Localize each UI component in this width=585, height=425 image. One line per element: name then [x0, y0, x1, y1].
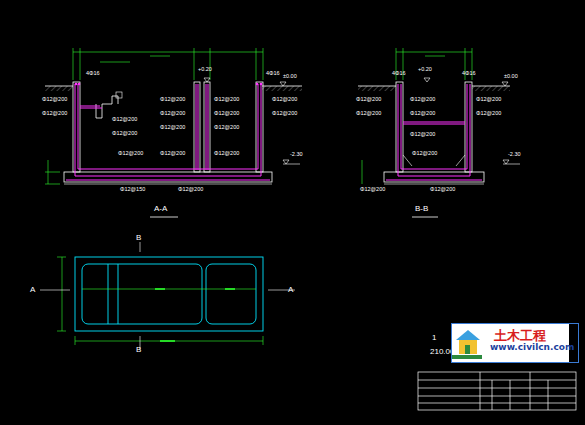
- drawing-label: 4Φ16: [266, 71, 280, 77]
- drawing-label: 4Φ16: [462, 71, 476, 77]
- drawing-label: Φ12@200: [160, 125, 185, 131]
- watermark-logo: 土木工程www.civilcn.com: [451, 323, 579, 363]
- section-b-b: [358, 48, 520, 217]
- drawing-label: ±0.00: [504, 74, 518, 80]
- title-block: [418, 372, 576, 410]
- drawing-label: Φ12@200: [476, 111, 501, 117]
- drawing-label: -2.30: [290, 152, 303, 158]
- drawing-label: 1: [432, 334, 436, 342]
- drawing-label: +0.20: [198, 67, 212, 73]
- drawing-label: ±0.00: [283, 74, 297, 80]
- drawing-label: Φ12@200: [410, 111, 435, 117]
- drawing-label: B: [136, 346, 141, 354]
- drawing-label: Φ12@200: [160, 111, 185, 117]
- drawing-label: Φ12@200: [356, 111, 381, 117]
- drawing-label: Φ12@200: [42, 111, 67, 117]
- drawing-label: Φ12@200: [112, 117, 137, 123]
- drawing-label: 4Φ16: [86, 71, 100, 77]
- drawing-label: Φ12@200: [214, 125, 239, 131]
- drawing-label: -2.30: [508, 152, 521, 158]
- drawing-label: Φ12@200: [410, 97, 435, 103]
- drawing-label: Φ12@200: [42, 97, 67, 103]
- plan-view: [40, 242, 295, 350]
- drawing-label: Φ12@200: [272, 111, 297, 117]
- drawing-label: Φ12@200: [214, 151, 239, 157]
- drawing-label: Φ12@150: [120, 187, 145, 193]
- drawing-label: +0.20: [418, 67, 432, 73]
- drawing-label: A: [288, 286, 293, 294]
- drawing-label: B-B: [415, 205, 428, 213]
- section-a-a: [45, 48, 302, 217]
- drawing-label: Φ12@200: [112, 131, 137, 137]
- drawing-label: Φ12@200: [430, 187, 455, 193]
- drawing-label: Φ12@200: [214, 111, 239, 117]
- logo-text: www.civilcn.com: [490, 343, 578, 353]
- drawing-label: Φ12@200: [118, 151, 143, 157]
- drawing-label: Φ12@200: [412, 151, 437, 157]
- drawing-label: 4Φ16: [392, 71, 406, 77]
- drawing-label: Φ12@200: [272, 97, 297, 103]
- drawing-label: Φ12@200: [214, 97, 239, 103]
- drawing-label: A: [30, 286, 35, 294]
- drawing-label: Φ12@200: [160, 151, 185, 157]
- drawing-label: A-A: [154, 205, 167, 213]
- drawing-label: Φ12@200: [356, 97, 381, 103]
- drawing-label: Φ12@200: [360, 187, 385, 193]
- logo-text: 土木工程: [494, 329, 578, 343]
- drawing-label: Φ12@200: [178, 187, 203, 193]
- drawing-label: Φ12@200: [476, 97, 501, 103]
- drawing-label: Φ12@200: [410, 132, 435, 138]
- drawing-label: Φ12@200: [160, 97, 185, 103]
- drawing-label: B: [136, 234, 141, 242]
